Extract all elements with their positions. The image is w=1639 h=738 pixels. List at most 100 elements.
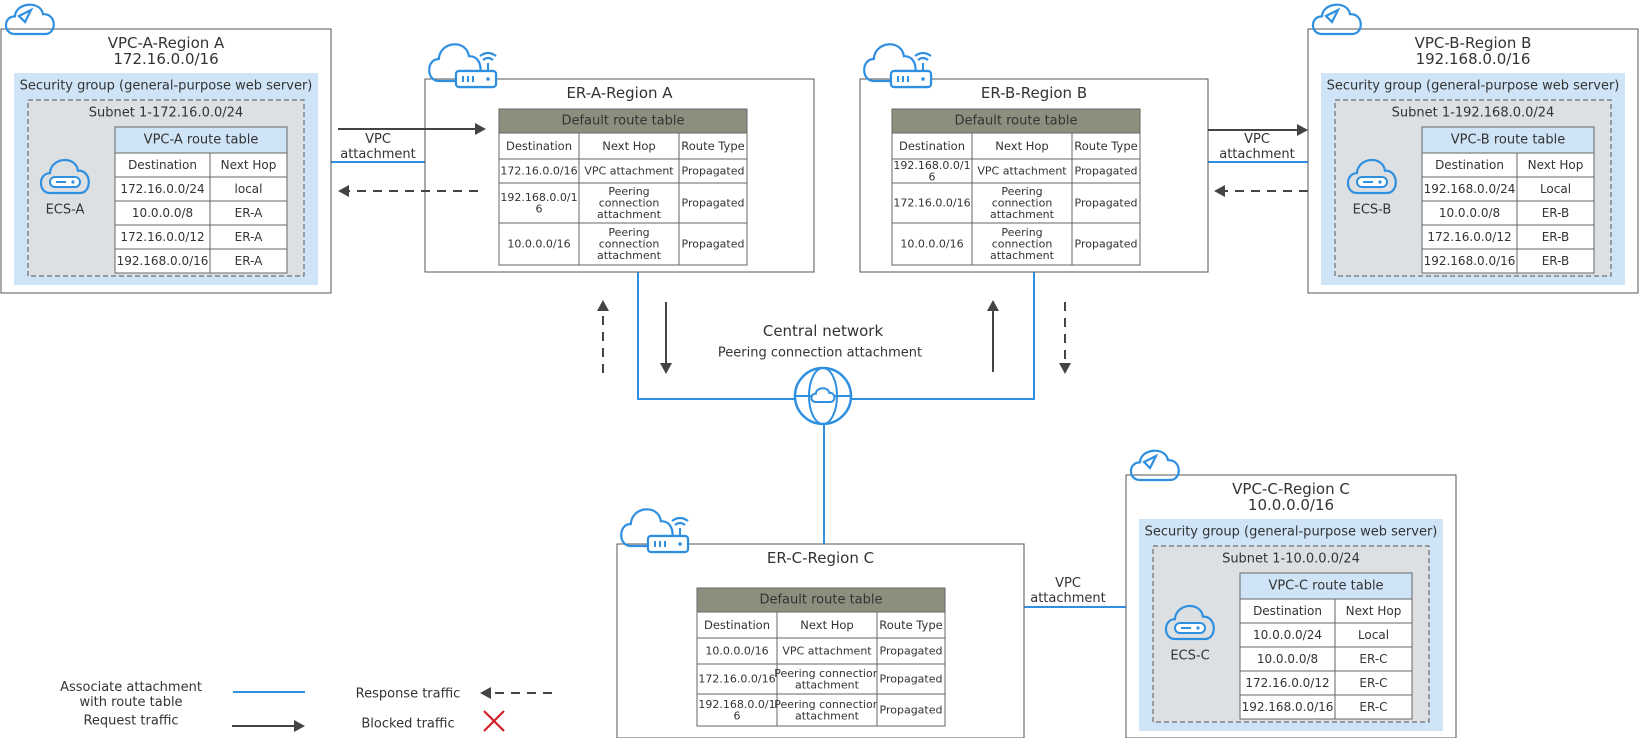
er-b-rt-cell: [891, 222, 973, 266]
vpc-c-rt-header: Next Hop: [1346, 604, 1402, 618]
er-a-rt-value: connection: [599, 197, 660, 210]
vpc-c-rt-header: Destination: [1253, 604, 1322, 618]
vpc-a-rt-destination: 172.16.0.0/12: [120, 230, 204, 244]
er-c-rt-value: Peering connection: [774, 667, 879, 680]
vpc-a-vpc-icon-mark: [17, 7, 34, 24]
er-b-rt-value: 6: [929, 170, 936, 183]
vpc-a-rt-title-cell: [114, 126, 288, 154]
vpc-b-rt-destination: 192.168.0.0/24: [1424, 182, 1516, 196]
response-arrow-b-head: [1214, 185, 1225, 197]
er-b-rt-value: 10.0.0.0/16: [900, 238, 963, 251]
request-arrow-up-b-head: [987, 300, 999, 311]
vpc-b-subnet-label: Subnet 1-192.168.0.0/24: [1392, 106, 1555, 121]
er-c-rt-cell: [696, 663, 778, 695]
vpc-b-rt-nexthop: ER-B: [1542, 230, 1570, 244]
er-c-rt-header: Destination: [704, 618, 770, 632]
er-c-title: ER-C-Region C: [767, 549, 874, 567]
vpc-c-ecs-label: ECS-C: [1170, 649, 1209, 664]
vpc-a-rt-nexthop: ER-A: [235, 230, 264, 244]
er-a-rt-cell: [578, 132, 680, 160]
er-a-rt-value: 10.0.0.0/16: [507, 238, 570, 251]
er-a-rt-value: Propagated: [682, 165, 745, 178]
er-b-router-icon: [863, 43, 933, 89]
er-a-rt-cell: [678, 158, 748, 184]
vpc-b-security-group-label: Security group (general-purpose web serv…: [1327, 79, 1620, 94]
er-c-rt-value: Propagated: [880, 673, 943, 686]
vpc-a-vpc-icon: [4, 3, 55, 36]
vpc-a-security-group-label: Security group (general-purpose web serv…: [20, 79, 313, 94]
er-a-rt-value: 172.16.0.0/16: [500, 165, 577, 178]
vpc-c-ecs-icon: [1164, 604, 1215, 641]
vpc-a-rt-cell: [209, 248, 288, 274]
vpc-attachment-label-a: VPC: [365, 132, 391, 147]
vpc-a-rt-cell: [209, 200, 288, 226]
vpc-a-rt-destination: 10.0.0.0/8: [132, 206, 193, 220]
vpc-attachment-label-c: VPC: [1055, 576, 1081, 591]
legend-request-arrow-head: [294, 720, 305, 732]
er-a-router-icon-wave2: [479, 51, 497, 57]
vpc-c-security-group-label: Security group (general-purpose web serv…: [1145, 525, 1438, 540]
er-c-rt-value: VPC attachment: [782, 645, 872, 658]
er-a-rt-cell: [578, 182, 680, 224]
er-b-router-icon-box-fill: [889, 69, 933, 89]
er-a-rt-value: Peering: [608, 226, 649, 239]
vpc-b-vpc-icon-mark: [1324, 7, 1341, 24]
vpc-b-rt-cell: [1421, 224, 1518, 250]
er-c-rt-value: 10.0.0.0/16: [705, 645, 768, 658]
response-arrow-down-a-head: [597, 300, 609, 311]
er-b-rt-value: Propagated: [1075, 238, 1138, 251]
vpc-a-rt-title: VPC-A route table: [144, 133, 259, 148]
vpc-a-rt-nexthop: local: [235, 182, 263, 196]
er-c-rt-cell: [876, 637, 946, 665]
er-a-rt-value: 6: [536, 202, 543, 215]
vpc-c-vpc-icon: [1129, 449, 1180, 482]
vpc-c-rt-cell: [1239, 694, 1336, 720]
er-a-title: ER-A-Region A: [566, 84, 673, 102]
request-arrow-b-head: [1297, 124, 1308, 136]
er-c-rt-value: Peering connection: [774, 698, 879, 711]
er-a-router-icon-box-fill: [454, 69, 498, 89]
vpc-b-ecs-icon-disk-dot: [1378, 180, 1382, 184]
er-b-rt-header: Route Type: [1074, 139, 1137, 153]
er-b-rt-cell: [971, 182, 1073, 224]
er-a-rt-title: Default route table: [561, 114, 684, 129]
vpc-a-subnet-label: Subnet 1-172.16.0.0/24: [89, 106, 243, 121]
vpc-b-rt-cell: [1516, 200, 1595, 226]
central-network-icon-cloud: [810, 387, 836, 403]
vpc-a-ecs-icon: [39, 158, 90, 195]
vpc-a-rt-cell: [209, 224, 288, 250]
er-a-rt-cell: [498, 182, 580, 224]
er-b-rt-header: Destination: [899, 139, 965, 153]
response-arrow-a-head: [338, 185, 349, 197]
er-c-rt-value: 172.16.0.0/16: [698, 673, 775, 686]
vpc-attachment-label-c: attachment: [1030, 591, 1106, 606]
vpc-a-rt-cell: [114, 176, 211, 202]
er-b-rt-value: 172.16.0.0/16: [893, 197, 970, 210]
vpc-b-vpc-icon-shape: [1311, 3, 1362, 36]
request-arrow-down-a-head: [660, 363, 672, 374]
er-b-title: ER-B-Region B: [981, 84, 1087, 102]
vpc-b-rt-cell: [1516, 176, 1595, 202]
vpc-a-rt-nexthop: ER-A: [235, 254, 264, 268]
peering-attachment-label: Peering connection attachment: [718, 346, 922, 361]
vpc-b-rt-cell: [1516, 248, 1595, 274]
er-a-rt-cell: [678, 222, 748, 266]
legend-request-label: Request traffic: [83, 714, 178, 729]
vpc-c-ecs-icon-disk-dot: [1196, 626, 1200, 630]
legend-blocked-label: Blocked traffic: [361, 717, 454, 732]
vpc-b-rt-title: VPC-B route table: [1451, 133, 1566, 148]
request-arrow-a-head: [475, 123, 486, 135]
er-b-rt-value: Peering: [1001, 185, 1042, 198]
er-b-rt-cell: [1071, 158, 1141, 184]
vpc-b-ecs-label: ECS-B: [1353, 203, 1392, 218]
er-c-rt-header: Route Type: [879, 618, 942, 632]
er-a-router-icon-wave1: [482, 56, 494, 61]
er-c-router-icon-wave2: [671, 516, 689, 522]
er-c-rt-cell: [876, 611, 946, 639]
er-b-rt-cell: [971, 132, 1073, 160]
er-c-router-icon-led: [678, 542, 682, 546]
er-b-rt-value: VPC attachment: [977, 165, 1067, 178]
vpc-a-rt-cell: [209, 176, 288, 202]
vpc-b-rt-nexthop: ER-B: [1542, 254, 1570, 268]
